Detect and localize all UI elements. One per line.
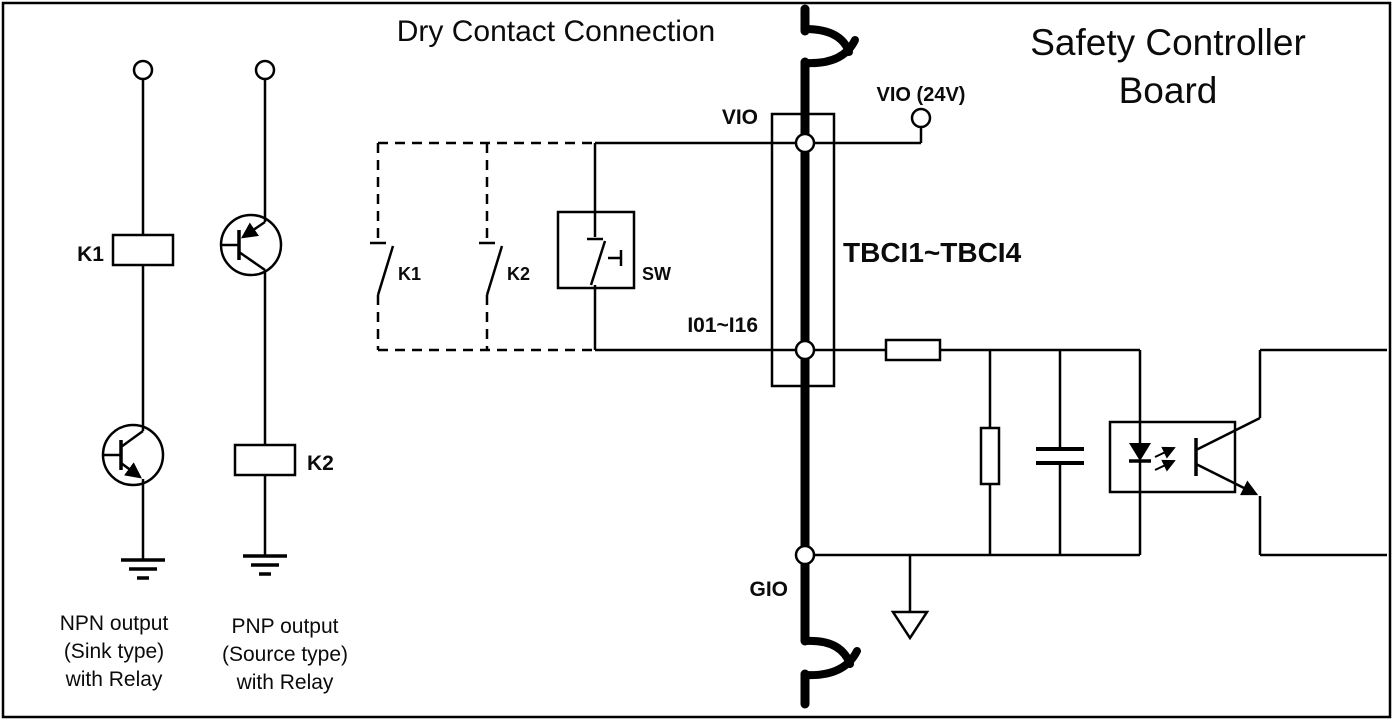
npn-output-circuit: K1 NPN output (Sink type) with Relay bbox=[60, 59, 175, 691]
sw-label: SW bbox=[642, 264, 671, 284]
opto-light-arrows bbox=[1154, 446, 1176, 472]
npn-caption-line3: with Relay bbox=[65, 668, 163, 691]
ground-symbol-pnp bbox=[243, 554, 287, 576]
signal-ground-symbol bbox=[890, 610, 930, 641]
io-label: I01~I16 bbox=[687, 314, 758, 337]
relay-coil-k1 bbox=[111, 233, 175, 267]
dry-contact-section: K1 K2 SW bbox=[370, 141, 796, 352]
contact-k2: K2 bbox=[479, 143, 530, 350]
io-terminal bbox=[794, 339, 816, 361]
pnp-output-circuit: K2 PNP output (Source type) with Relay bbox=[219, 59, 348, 694]
pnp-caption-line1: PNP output bbox=[231, 615, 338, 638]
pnp-top-terminal bbox=[254, 59, 276, 81]
ground-symbol-npn bbox=[121, 558, 165, 580]
vio-label: VIO bbox=[722, 106, 758, 129]
board-title-line2: Board bbox=[1119, 70, 1218, 111]
gio-rail bbox=[814, 553, 1140, 641]
vio-terminal bbox=[794, 132, 816, 154]
gio-label: GIO bbox=[749, 578, 788, 601]
npn-caption-line2: (Sink type) bbox=[64, 640, 164, 663]
contact-k1-label: K1 bbox=[398, 264, 421, 284]
relay-k1-label: K1 bbox=[77, 243, 104, 266]
relay-coil-k2 bbox=[233, 443, 297, 477]
terminal-block bbox=[770, 112, 836, 388]
opto-phototransistor bbox=[1194, 416, 1261, 496]
optocoupler bbox=[1108, 348, 1387, 557]
contact-k1: K1 bbox=[370, 143, 421, 350]
relay-k2-label: K2 bbox=[307, 452, 334, 475]
dry-contact-title: Dry Contact Connection bbox=[397, 15, 716, 48]
capacitor bbox=[1036, 350, 1084, 555]
gio-terminal bbox=[794, 544, 816, 566]
input-network bbox=[814, 338, 1140, 555]
series-resistor bbox=[884, 338, 942, 362]
npn-caption-line1: NPN output bbox=[60, 612, 169, 635]
tbci-label: TBCI1~TBCI4 bbox=[843, 237, 1022, 268]
npn-transistor bbox=[101, 423, 165, 487]
board-title-line1: Safety Controller bbox=[1030, 22, 1306, 63]
vio-24v-terminal bbox=[910, 107, 932, 129]
pnp-caption-line3: with Relay bbox=[236, 671, 334, 694]
pnp-transistor bbox=[219, 213, 283, 277]
pnp-caption-line2: (Source type) bbox=[222, 643, 348, 666]
contact-k2-label: K2 bbox=[507, 264, 530, 284]
opto-output-lines bbox=[1258, 348, 1387, 557]
switch-sw: SW bbox=[556, 143, 671, 350]
opto-led bbox=[1129, 350, 1151, 555]
npn-top-terminal bbox=[132, 59, 154, 81]
controller-board: TBCI1~TBCI4 VIO (24V) bbox=[687, 4, 1387, 709]
vio-24v-label: VIO (24V) bbox=[877, 84, 966, 106]
vio-24v-stub: VIO (24V) bbox=[814, 84, 966, 145]
optocoupler-box bbox=[1108, 420, 1237, 494]
shunt-resistor bbox=[979, 426, 1001, 486]
